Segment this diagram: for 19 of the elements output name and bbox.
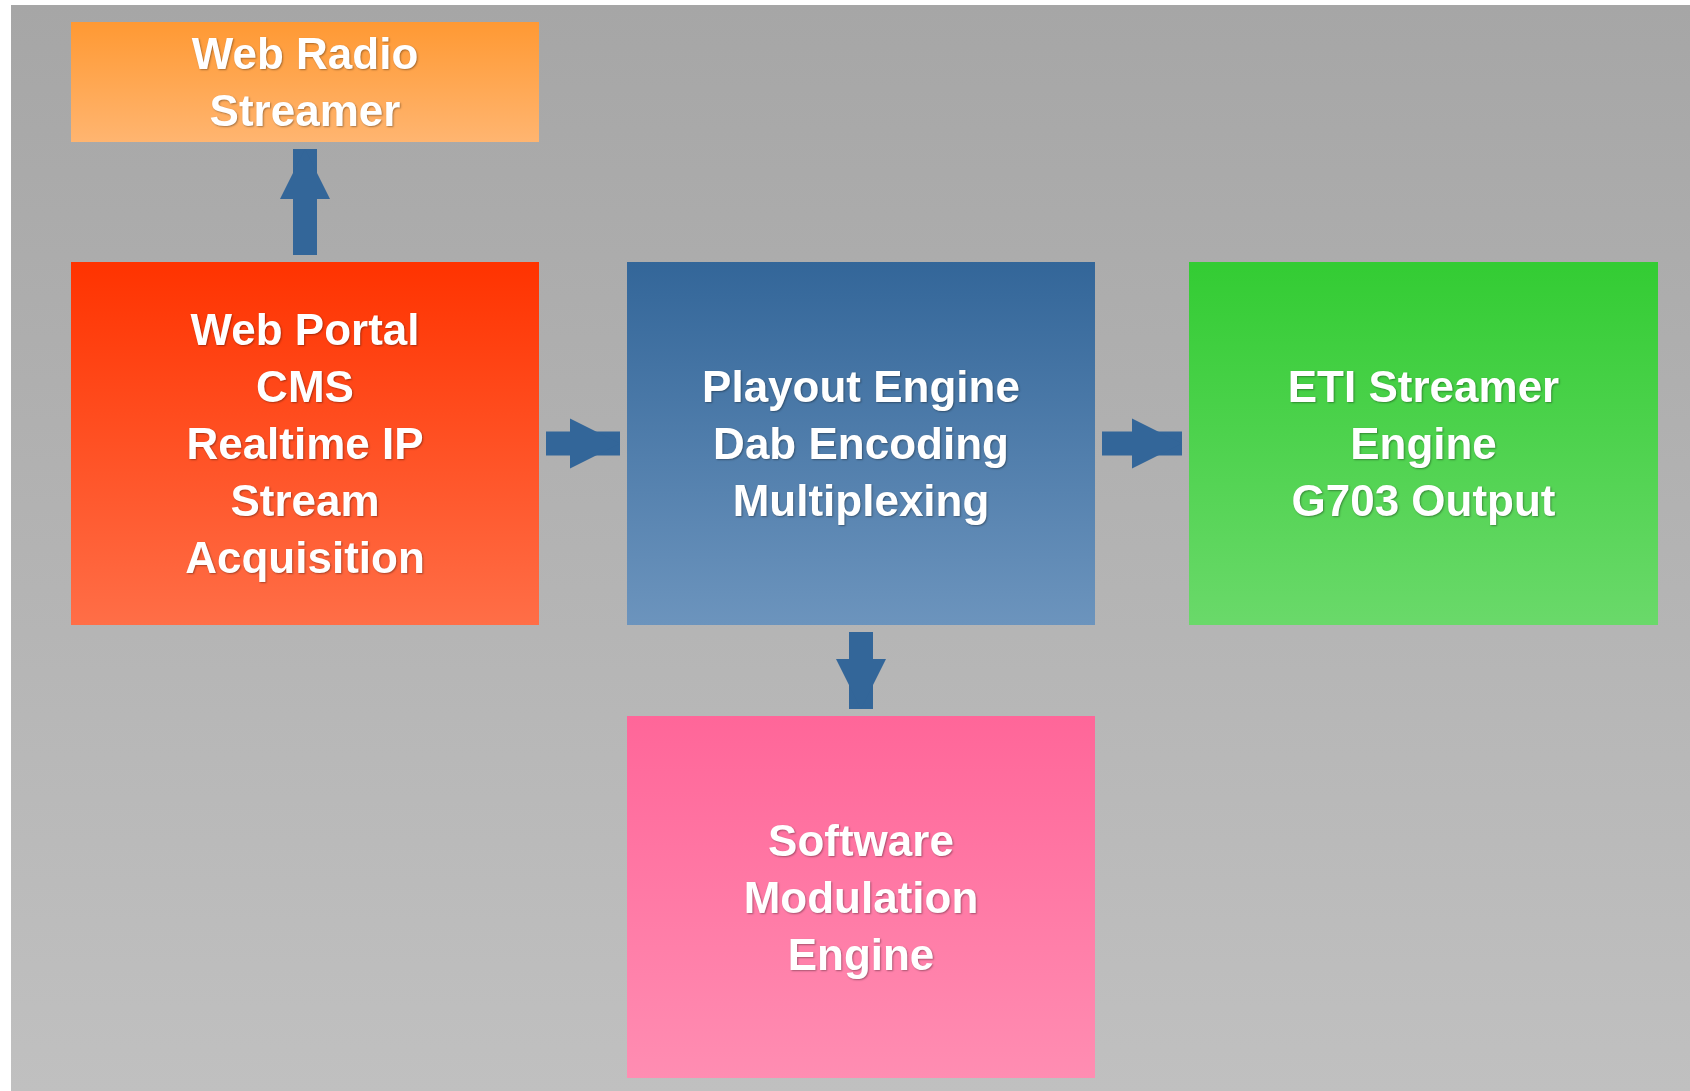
engine-box	[627, 262, 1095, 625]
box-label: Realtime IP Stream Acquisition	[184, 418, 426, 584]
box-label: Playout Engine	[702, 361, 1020, 413]
box-label: Multiplexing	[732, 475, 990, 527]
box-label: G703 Output	[1291, 475, 1556, 527]
box-label: Web Radio Streamer	[190, 28, 420, 137]
streamer-box	[71, 22, 539, 142]
box-label: CMS	[256, 361, 354, 413]
box-label: Dab Encoding	[713, 418, 1009, 470]
box-label: ETI Streamer Engine	[1286, 361, 1561, 470]
box-label: Software Modulation Engine	[742, 814, 980, 981]
portal-box	[71, 262, 539, 625]
box-label: Web Portal	[190, 304, 420, 356]
block-arrow	[1102, 418, 1182, 469]
block-arrow	[546, 418, 620, 469]
output-box	[1189, 262, 1658, 625]
modulation-box	[627, 716, 1095, 1078]
block-arrow	[835, 632, 887, 709]
block-arrow	[279, 149, 331, 255]
